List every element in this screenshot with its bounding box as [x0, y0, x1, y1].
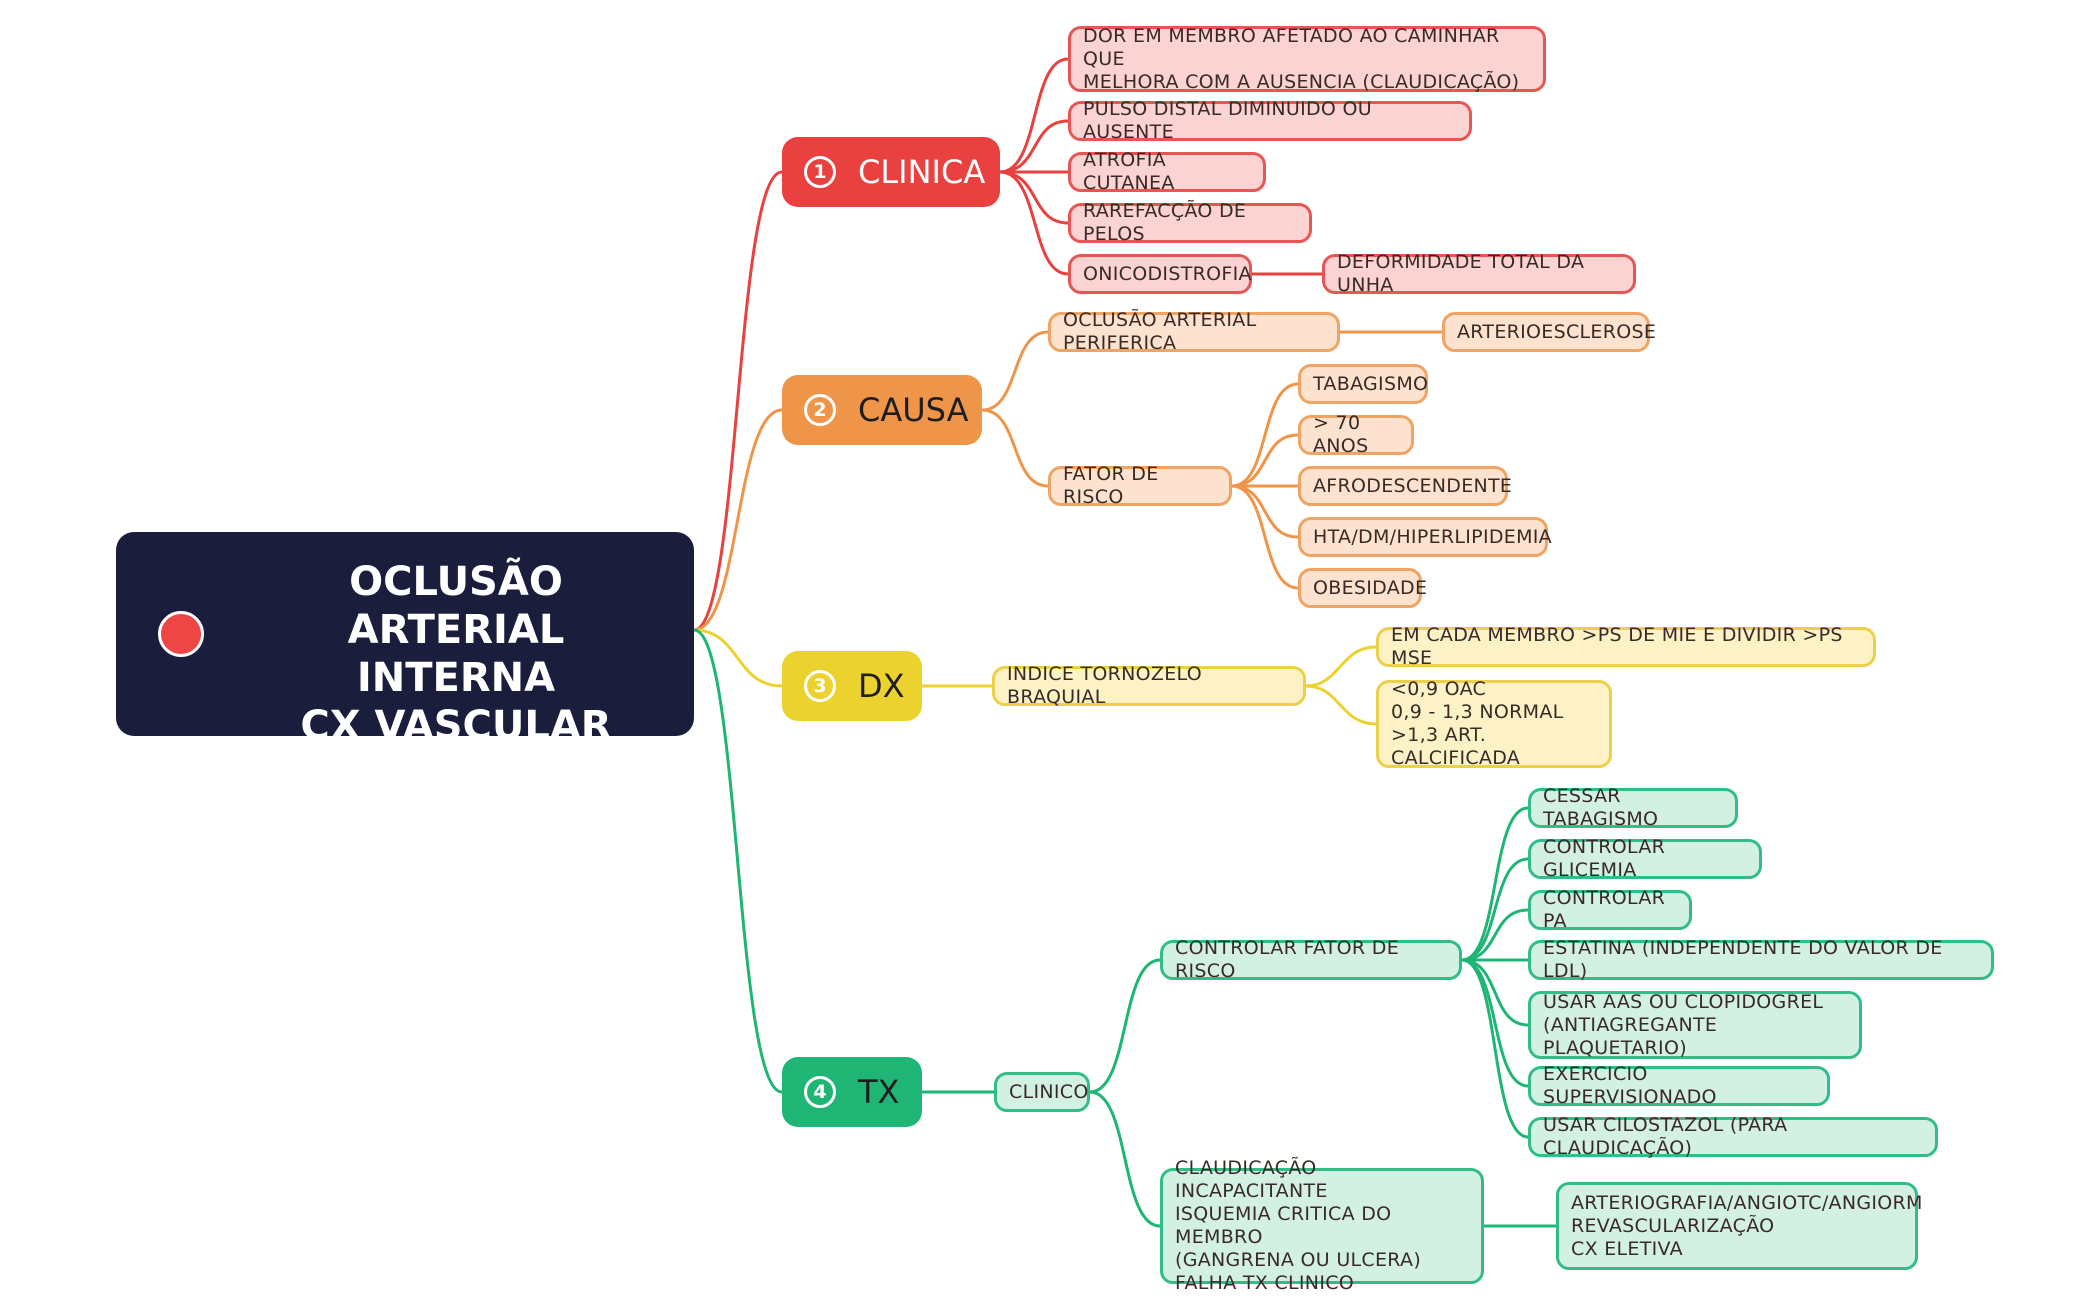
- topic-controlar-glicemia[interactable]: CONTROLAR GLICEMIA: [1528, 836, 1762, 881]
- root-title: OCLUSÃO ARTERIAL INTERNA CX VASCULAR: [300, 559, 612, 749]
- branch-label: CAUSA: [858, 391, 969, 429]
- branch-dx[interactable]: 3 DX: [782, 651, 922, 721]
- root-topic[interactable]: OCLUSÃO ARTERIAL INTERNA CX VASCULAR: [116, 532, 694, 749]
- topic-cirurgia[interactable]: ARTERIOGRAFIA/ANGIOTC/ANGIORM REVASCULAR…: [1556, 1182, 1922, 1270]
- branch-label: DX: [858, 667, 905, 705]
- topic-arterioesclerose[interactable]: ARTERIOESCLEROSE: [1442, 312, 1656, 352]
- number-4-icon: 4: [804, 1076, 836, 1108]
- topic-rarefaccao-pelos[interactable]: RAREFACÇÃO DE PELOS: [1068, 200, 1312, 245]
- topic-cessar-tabagismo[interactable]: CESSAR TABAGISMO: [1528, 785, 1738, 830]
- topic-clinico[interactable]: CLINICO: [994, 1072, 1090, 1112]
- branch-clinica[interactable]: 1 CLINICA: [782, 137, 1000, 207]
- topic-pulso-distal[interactable]: PULSO DISTAL DIMINUIDO OU AUSENTE: [1068, 98, 1472, 143]
- topic-indicacoes-cirurgicas[interactable]: CLAUDICAÇÃO INCAPACITANTE ISQUEMIA CRITI…: [1160, 1157, 1484, 1294]
- branch-label: CLINICA: [858, 153, 986, 191]
- topic-atrofia-cutanea[interactable]: ATROFIA CUTANEA: [1068, 149, 1266, 194]
- topic-onicodistrofia[interactable]: ONICODISTROFIA: [1068, 254, 1252, 294]
- topic-exercicio[interactable]: EXERCICIO SUPERVISIONADO: [1528, 1063, 1830, 1108]
- topic-medida-ps[interactable]: EM CADA MEMBRO >PS DE MIE E DIVIDIR >PS …: [1376, 624, 1876, 669]
- number-1-icon: 1: [804, 156, 836, 188]
- topic-claudicacao[interactable]: DOR EM MEMBRO AFETADO AO CAMINHAR QUE ME…: [1068, 25, 1546, 93]
- topic-valores-itb[interactable]: <0,9 OAC 0,9 - 1,3 NORMAL >1,3 ART. CALC…: [1376, 678, 1612, 769]
- topic-controlar-fator-risco[interactable]: CONTROLAR FATOR DE RISCO: [1160, 937, 1462, 982]
- topic-deformidade-unha[interactable]: DEFORMIDADE TOTAL DA UNHA: [1322, 251, 1636, 296]
- topic-hta-dm[interactable]: HTA/DM/HIPERLIPIDEMIA: [1298, 517, 1552, 557]
- topic-estatina[interactable]: ESTATINA (INDEPENDENTE DO VALOR DE LDL): [1528, 937, 1994, 982]
- topic-fator-de-risco[interactable]: FATOR DE RISCO: [1048, 463, 1232, 508]
- topic-cilostazol[interactable]: USAR CILOSTAZOL (PARA CLAUDICAÇÃO): [1528, 1114, 1938, 1159]
- topic-indice-tornozelo-braquial[interactable]: INDICE TORNOZELO BRAQUIAL: [992, 663, 1306, 708]
- branch-label: TX: [858, 1073, 900, 1111]
- topic-aas-clopidogrel[interactable]: USAR AAS OU CLOPIDOGREL (ANTIAGREGANTE P…: [1528, 991, 1862, 1059]
- number-2-icon: 2: [804, 394, 836, 426]
- topic-idade[interactable]: > 70 ANOS: [1298, 412, 1414, 457]
- branch-causa[interactable]: 2 CAUSA: [782, 375, 982, 445]
- topic-controlar-pa[interactable]: CONTROLAR PA: [1528, 887, 1692, 932]
- topic-obesidade[interactable]: OBESIDADE: [1298, 568, 1427, 608]
- topic-tabagismo[interactable]: TABAGISMO: [1298, 364, 1428, 404]
- topic-oclusao-periferica[interactable]: OCLUSÃO ARTERIAL PERIFERICA: [1048, 309, 1340, 354]
- branch-tx[interactable]: 4 TX: [782, 1057, 922, 1127]
- root-marker-icon: [158, 611, 204, 657]
- number-3-icon: 3: [804, 670, 836, 702]
- topic-afrodescendente[interactable]: AFRODESCENDENTE: [1298, 466, 1512, 506]
